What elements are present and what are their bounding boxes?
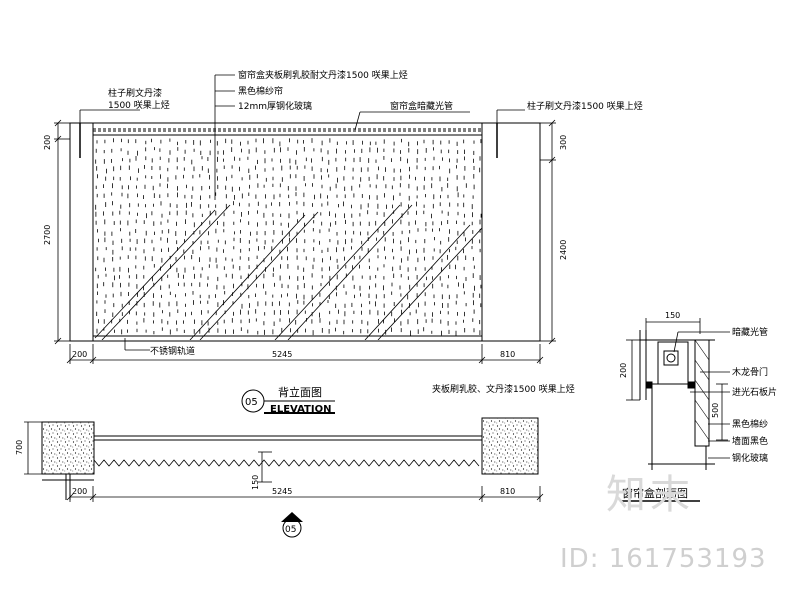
- plan-dim-mid: 150: [251, 475, 260, 490]
- dim-bottom-left: 200: [72, 350, 87, 359]
- section-label-wall: 墙面黑色: [732, 435, 768, 447]
- dim-left-top: 200: [43, 135, 52, 150]
- elevation-title: 05 背立面图 ELEVATION: [241, 385, 335, 415]
- section-label-glass: 钢化玻璃: [732, 452, 768, 464]
- annotation-left-column: 柱子刷文丹漆: [108, 87, 162, 99]
- section-label-frame: 木龙骨门: [732, 366, 768, 378]
- title-number: 05: [245, 397, 258, 408]
- dim-right-main: 2400: [559, 240, 568, 260]
- section-title: 窗帘盒剖面图: [622, 486, 688, 500]
- section-dim-top: 150: [665, 311, 680, 320]
- annotation-left-column-sub: 1500 咲果上烃: [108, 99, 170, 111]
- annotation-curtain-light: 窗帘盒暗藏光管: [390, 100, 453, 112]
- curtain-hatch: [95, 138, 482, 336]
- section-marker: 05: [281, 512, 303, 538]
- dim-left-main: 2700: [43, 225, 52, 245]
- annotation-right-column: 柱子刷文丹漆1500 咲果上烃: [527, 100, 643, 112]
- section-marker-number: 05: [285, 525, 296, 535]
- section-label-curtain: 黑色棉纱: [732, 418, 768, 430]
- section-leaders: [673, 331, 730, 459]
- dim-right-top: 300: [559, 135, 568, 150]
- plan-column-right: [481, 417, 539, 475]
- plan-dim-bottom-mid: 5245: [272, 487, 292, 496]
- elevation-view: [69, 122, 541, 342]
- section-label-left: 夹板刷乳胶、文丹漆1500 咲果上烃: [432, 383, 575, 395]
- plan-curtain-wave: [93, 459, 480, 467]
- section-dimensions: [626, 318, 728, 441]
- annotation-curtain-box: 窗帘盒夹板刷乳胶耐文丹漆1500 咲果上烃: [238, 69, 408, 81]
- annotation-leaders: [79, 74, 525, 351]
- section-dim-left: 200: [619, 363, 628, 378]
- elevation-dimensions: [54, 119, 556, 364]
- annotation-black-curtain: 黑色棉纱帘: [238, 85, 283, 97]
- section-view: [639, 330, 715, 470]
- title-chinese: 背立面图: [278, 385, 322, 399]
- section-wall: [694, 339, 710, 447]
- plan-dim-left: 700: [15, 440, 24, 455]
- plan-column-left: [41, 421, 95, 475]
- watermark-logo: 知末: [606, 472, 694, 518]
- section-dim-right: 500: [711, 403, 720, 418]
- plan-dimensions: [24, 421, 544, 502]
- annotation-rail: 不锈钢轨道: [150, 345, 195, 357]
- section-label-panel: 进光石板片: [732, 386, 777, 398]
- section-label-light: 暗藏光管: [732, 326, 768, 338]
- glass-diagonals: [94, 204, 482, 340]
- title-english: ELEVATION: [270, 404, 331, 415]
- elevation-outline: [69, 122, 541, 342]
- plan-dim-bottom-right: 810: [500, 487, 515, 496]
- annotation-glass: 12mm厚钢化玻璃: [238, 100, 312, 112]
- watermark-id: ID: 161753193: [560, 544, 767, 574]
- dim-bottom-mid: 5245: [272, 350, 292, 359]
- plan-view: [41, 417, 539, 500]
- dim-bottom-right: 810: [500, 350, 515, 359]
- plan-dim-bottom-left: 200: [72, 487, 87, 496]
